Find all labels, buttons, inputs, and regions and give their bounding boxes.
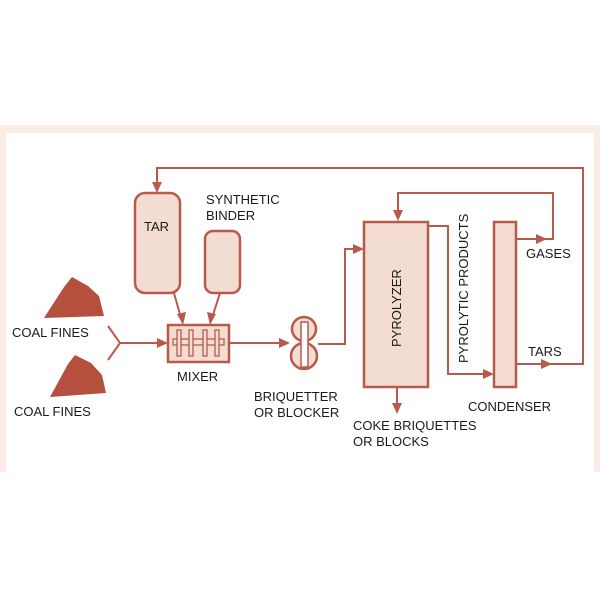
pyrolytic-products-label: PYROLYTIC PRODUCTS: [456, 213, 471, 363]
arrowhead-pyrolyzer-feed: [353, 244, 364, 254]
coal-fines-label-top: COAL FINES: [12, 325, 89, 340]
arrowhead-condenser: [483, 369, 494, 379]
pyrolytic-products-pipe: [428, 225, 484, 375]
arrowhead-tars: [541, 359, 552, 369]
synthetic-binder-label-1: SYNTHETIC: [206, 192, 280, 207]
coal-pile-top: [44, 277, 104, 318]
coal-fines-label-bottom: COAL FINES: [14, 404, 91, 419]
coal-pile-bottom: [50, 355, 106, 397]
tars-recycle-pipe: [156, 167, 584, 365]
pyrolyzer-label: PYROLYZER: [389, 269, 404, 347]
condenser: [492, 220, 518, 389]
mixer-label: MIXER: [177, 369, 218, 384]
tars-label: TARS: [528, 344, 562, 359]
briquetter-label-1: BRIQUETTER: [254, 389, 338, 404]
arrowhead-gases: [536, 234, 547, 244]
arrowhead-briquetter: [279, 338, 290, 348]
coke-label-2: OR BLOCKS: [353, 434, 429, 449]
mixer: [166, 323, 231, 364]
gases-label: GASES: [526, 246, 571, 261]
arrowhead-coke: [392, 403, 402, 414]
briquetter: [289, 315, 319, 371]
mixer-paddle-3: [202, 329, 208, 357]
condenser-label: CONDENSER: [468, 399, 551, 414]
briquetter-press: [300, 321, 309, 368]
arrowhead-tar-tank: [152, 182, 162, 193]
mixer-paddle-1: [176, 329, 182, 357]
synthetic-binder-tank: [203, 229, 242, 295]
synthetic-binder-label-2: BINDER: [206, 208, 255, 223]
arrowhead-tar-mixer: [177, 312, 186, 325]
arrowhead-pyrolyzer-gases: [393, 210, 403, 221]
briquetter-label-2: OR BLOCKER: [254, 405, 339, 420]
coke-label-1: COKE BRIQUETTES: [353, 418, 477, 433]
coal-merge-pipe: [107, 325, 160, 361]
briquetter-to-pyrolyzer-pipe: [318, 248, 355, 345]
arrowhead-mixer-coal: [157, 338, 168, 348]
mixer-shaft: [172, 338, 225, 346]
arrowhead-binder-mixer: [207, 312, 216, 325]
tar-label: TAR: [144, 219, 169, 234]
mixer-paddle-2: [188, 329, 194, 357]
mixer-paddle-4: [214, 329, 220, 357]
tar-tank: [133, 191, 182, 295]
